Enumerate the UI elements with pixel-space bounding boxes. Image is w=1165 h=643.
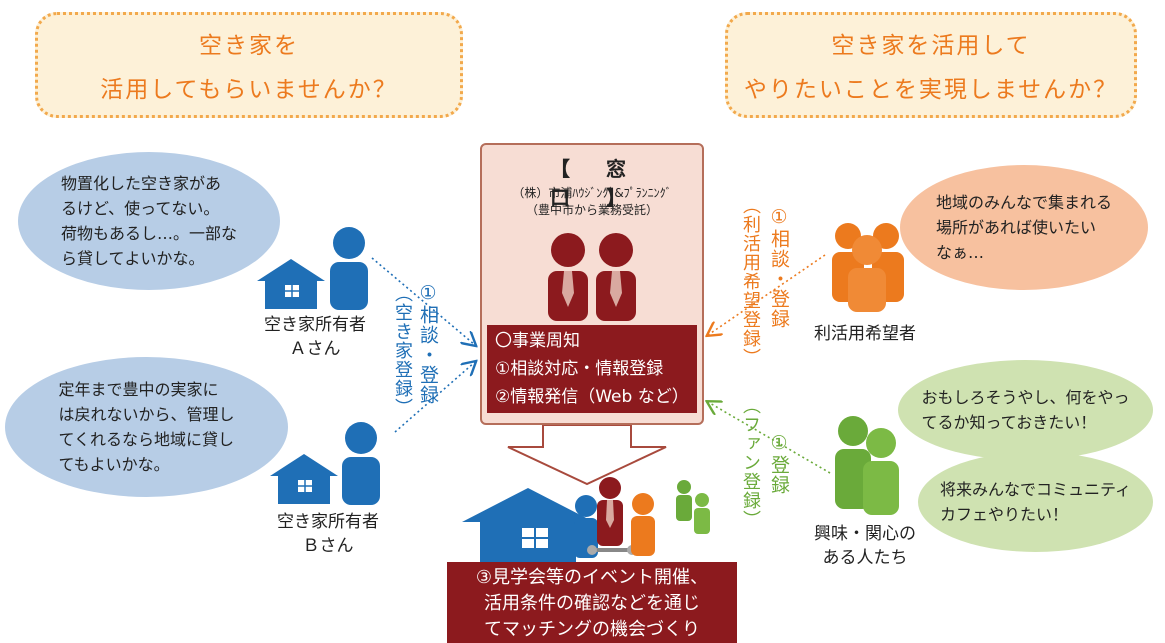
window-task-list: 〇事業周知 ①相談対応・情報登録 ②情報発信（Web など） [487, 325, 697, 413]
user-group-icon [832, 223, 904, 312]
left-step-main: ①相談・登録 [417, 282, 439, 405]
fans-bubble2-text: 将来みんなでコミュニティ カフェやりたい！ [939, 480, 1132, 524]
top-left-callout: 空き家を 活用してもらいませんか？ [35, 12, 463, 118]
task-item: ②情報発信（Web など） [495, 387, 689, 407]
matching-scene-icon [462, 477, 710, 562]
user-connector [708, 254, 826, 335]
fans-connector [708, 402, 831, 474]
user-bubble-text: 地域のみんなで集まれる 場所があれば使いたい なぁ… [935, 193, 1112, 262]
fans-speech-bubble-1: おもしろそうやし、何をやっ てるか知っておきたい！ [898, 360, 1153, 460]
down-arrow-icon [507, 424, 667, 486]
house-roof [462, 488, 594, 522]
owner-b-bubble-text: 定年まで豊中の実家に は戻れないから、管理し てくれるなら地域に貸し てもよいか… [58, 380, 235, 474]
owner-b-person-icon [342, 422, 380, 505]
fans-speech-bubble-2: 将来みんなでコミュニティ カフェやりたい！ [918, 452, 1153, 552]
staff-icon [548, 233, 636, 321]
right-bottom-step-sub: （ファン登録） [740, 396, 761, 529]
right-bottom-step-main: ①登録 [768, 432, 790, 495]
top-right-callout: 空き家を活用して やりたいことを実現しませんか？ [725, 12, 1137, 118]
fans-group-icon [835, 416, 899, 515]
top-left-line1: 空き家を [199, 33, 299, 59]
top-right-line2: やりたいことを実現しませんか？ [743, 77, 1119, 103]
task-item: 〇事業周知 [495, 331, 580, 351]
matching-event-box: ③見学会等のイベント開催、 活用条件の確認などを通じ てマッチングの機会づくり [447, 562, 737, 643]
right-top-step-sub: （利活用希望登録） [740, 196, 761, 367]
window-heading: 【 窓 口 】 [550, 157, 718, 210]
task-item: ①相談対応・情報登録 [495, 359, 664, 379]
top-left-line2: 活用してもらいませんか？ [100, 77, 398, 103]
top-right-line1: 空き家を活用して [831, 33, 1031, 59]
owner-b-label: 空き家所有者 Ｂさん [277, 512, 379, 556]
consultation-window: 【 窓 口 】 （株）市浦ﾊｳｼﾞﾝｸﾞ&ﾌﾟﾗﾝﾆﾝｸﾞ （豊中市から業務受託… [480, 143, 718, 425]
user-label: 利活用希望者 [814, 324, 916, 344]
fans-label: 興味・関心の ある人たち [814, 524, 916, 568]
right-top-step-main: ①相談・登録 [768, 206, 790, 329]
owner-a-person-icon [330, 227, 368, 310]
left-step-sub: （空き家登録） [392, 284, 413, 417]
user-speech-bubble: 地域のみんなで集まれる 場所があれば使いたい なぁ… [900, 165, 1148, 290]
owner-a-label: 空き家所有者 Ａさん [264, 315, 366, 359]
window-subheading: （株）市浦ﾊｳｼﾞﾝｸﾞ&ﾌﾟﾗﾝﾆﾝｸﾞ （豊中市から業務受託） [512, 186, 672, 217]
owner-b-house-icon [270, 454, 338, 504]
owner-a-bubble-text: 物置化した空き家があ るけど、使ってない。 荷物もあるし…。一部な ら貸してよい… [60, 174, 237, 268]
owner-a-house-icon [257, 259, 325, 309]
owner-a-speech-bubble: 物置化した空き家があ るけど、使ってない。 荷物もあるし…。一部な ら貸してよい… [18, 152, 280, 290]
fans-bubble1-text: おもしろそうやし、何をやっ てるか知っておきたい！ [921, 388, 1130, 432]
owner-b-speech-bubble: 定年まで豊中の実家に は戻れないから、管理し てくれるなら地域に貸し てもよいか… [5, 357, 288, 497]
